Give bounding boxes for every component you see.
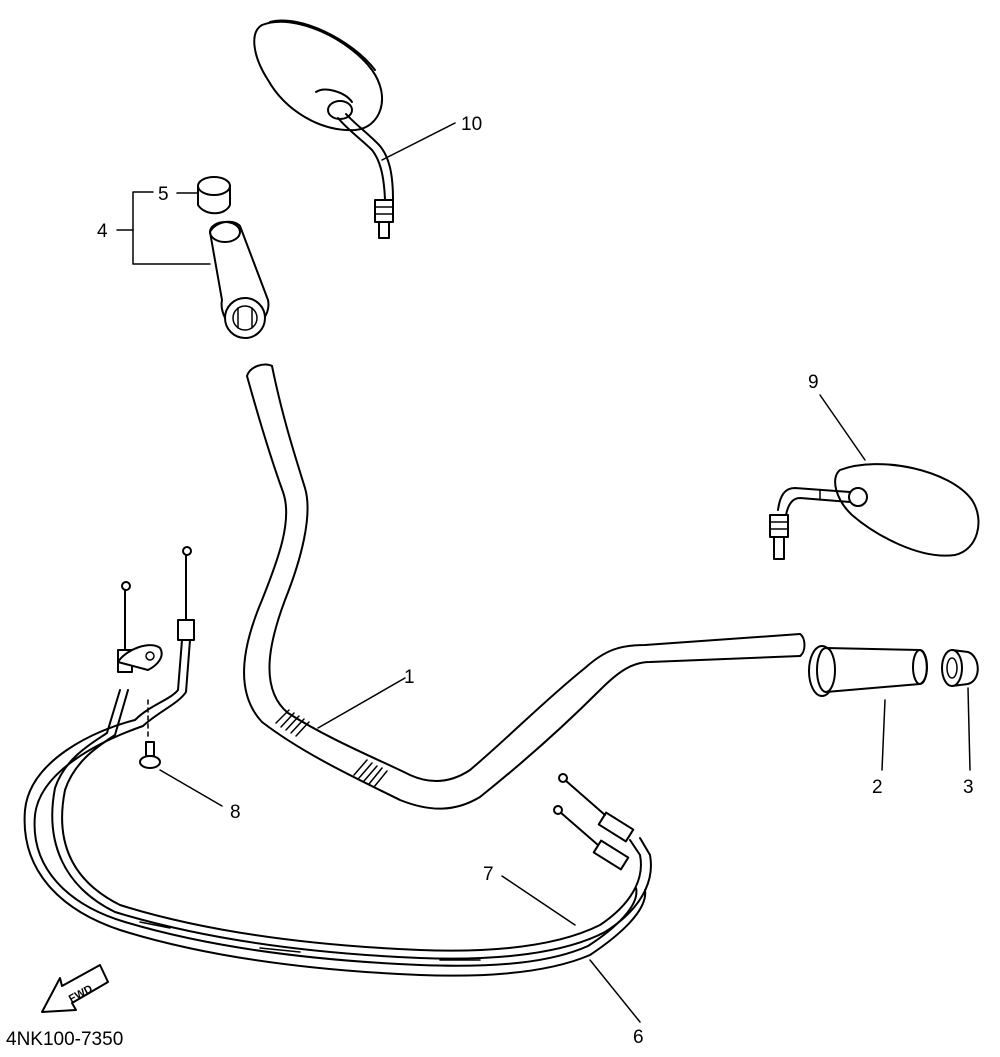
callout-4: 4 bbox=[97, 221, 108, 242]
cable-bracket bbox=[117, 644, 163, 671]
right-grip bbox=[808, 645, 928, 697]
callout-5: 5 bbox=[158, 184, 169, 205]
callout-3: 3 bbox=[963, 777, 974, 798]
callout-2: 2 bbox=[872, 777, 883, 798]
leader-lines bbox=[116, 122, 971, 1023]
callout-1: 1 bbox=[404, 667, 415, 688]
drawing-code: 4NK100-7350 bbox=[6, 1029, 123, 1050]
callout-8: 8 bbox=[230, 802, 241, 823]
left-grip bbox=[209, 220, 270, 339]
mirror-left bbox=[253, 19, 394, 239]
fwd-arrow-icon: FWD bbox=[41, 964, 109, 1013]
callout-10: 10 bbox=[461, 114, 482, 135]
callout-6: 6 bbox=[633, 1027, 644, 1048]
throttle-cable-1 bbox=[51, 581, 652, 960]
callout-labels: 1 2 3 4 5 6 7 8 9 10 bbox=[97, 114, 974, 1048]
grip-end-cap-right bbox=[941, 649, 979, 687]
callout-9: 9 bbox=[808, 372, 819, 393]
callout-7: 7 bbox=[483, 864, 494, 885]
screw bbox=[139, 699, 161, 769]
grip-end-cap-left bbox=[197, 176, 231, 215]
handlebar bbox=[243, 363, 806, 810]
mirror-right bbox=[769, 463, 980, 560]
throttle-cable-2 bbox=[23, 546, 647, 977]
